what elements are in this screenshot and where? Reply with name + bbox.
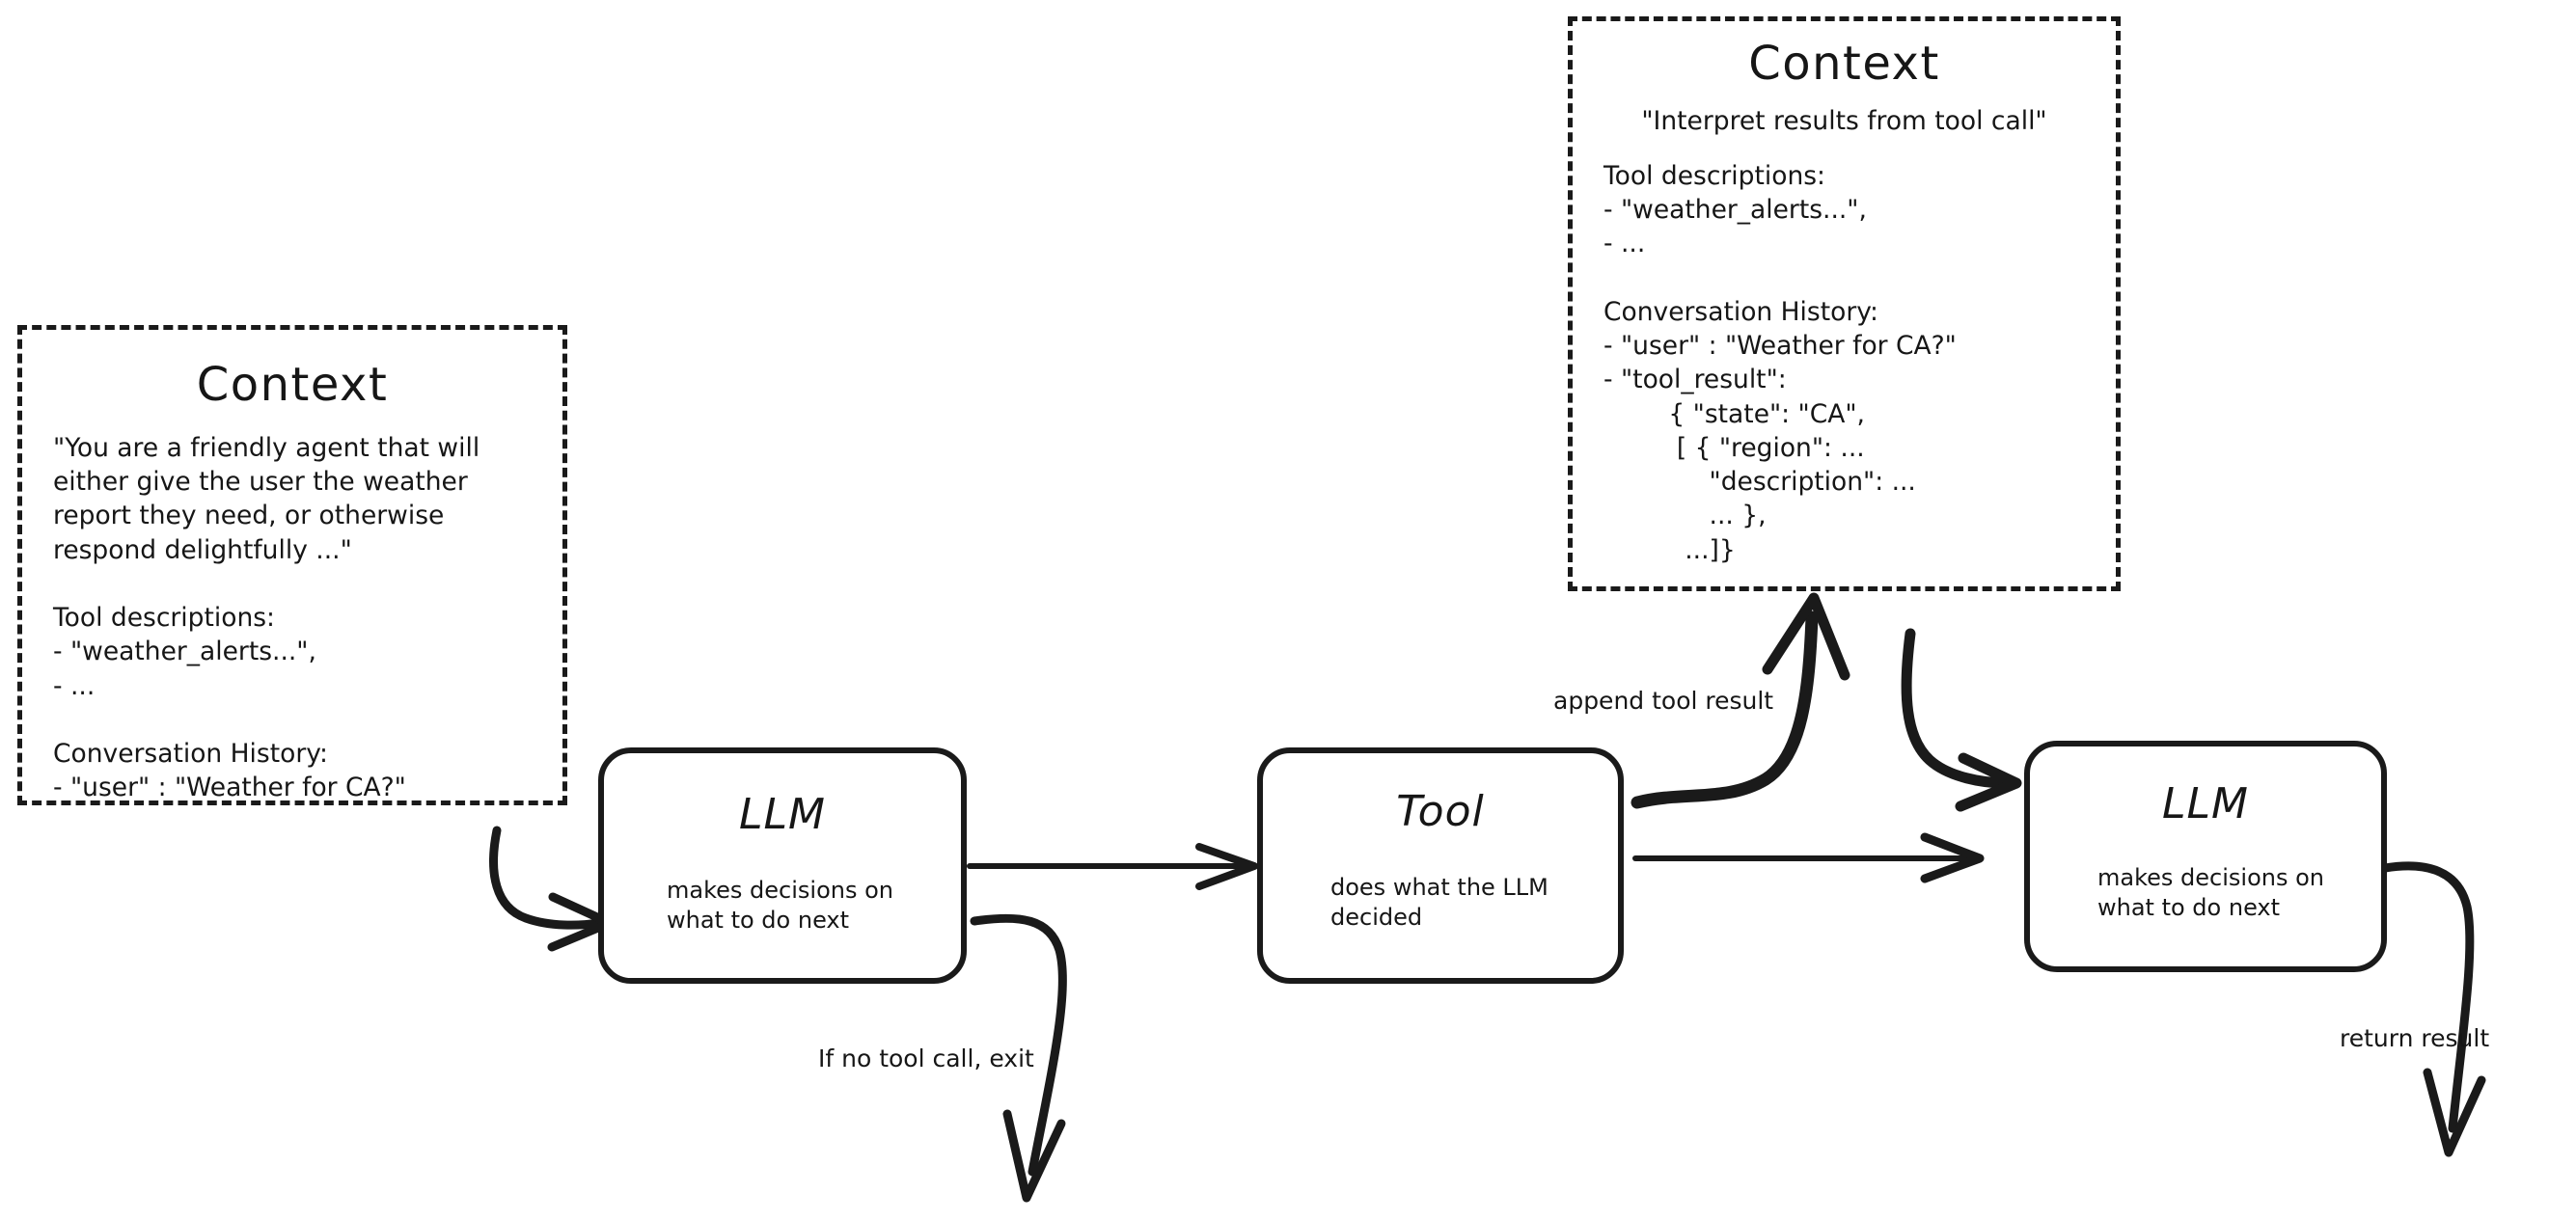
node-tool-subtitle: does what the LLM decided: [1330, 874, 1548, 931]
context-left-body: "You are a friendly agent that will eith…: [53, 433, 480, 803]
node-llm-first[interactable]: LLM makes decisions on what to do next: [598, 747, 967, 984]
edge-label-append-tool-result: append tool result: [1553, 687, 1774, 715]
context-box-left: Context "You are a friendly agent that w…: [17, 325, 567, 805]
context-right-body: Tool descriptions: - "weather_alerts..."…: [1603, 161, 1957, 565]
context-right-title: Context: [1748, 37, 1940, 91]
edge-tool-to-llm2: [1632, 832, 1985, 883]
edge-llm1-to-tool: [967, 843, 1258, 890]
node-llm-second-subtitle: makes decisions on what to do next: [2097, 864, 2324, 921]
edge-label-return-result: return result: [2340, 1024, 2490, 1052]
node-llm-second[interactable]: LLM makes decisions on what to do next: [2024, 741, 2387, 972]
context-box-right: Context "Interpret results from tool cal…: [1568, 16, 2121, 591]
node-llm-second-title: LLM: [2162, 779, 2249, 828]
node-llm-first-title: LLM: [739, 790, 826, 839]
edge-context-right-to-llm2: [1901, 628, 2022, 812]
node-llm-first-subtitle: makes decisions on what to do next: [667, 877, 893, 934]
edge-llm2-return: [2380, 861, 2486, 1157]
edge-context-left-to-llm1: [489, 826, 615, 952]
context-left-title: Context: [196, 358, 389, 412]
node-tool[interactable]: Tool does what the LLM decided: [1257, 747, 1624, 984]
context-right-subtitle: "Interpret results from tool call": [1641, 106, 2047, 136]
node-tool-title: Tool: [1396, 787, 1485, 836]
edge-label-if-no-tool-call-exit: If no tool call, exit: [818, 1045, 1034, 1072]
